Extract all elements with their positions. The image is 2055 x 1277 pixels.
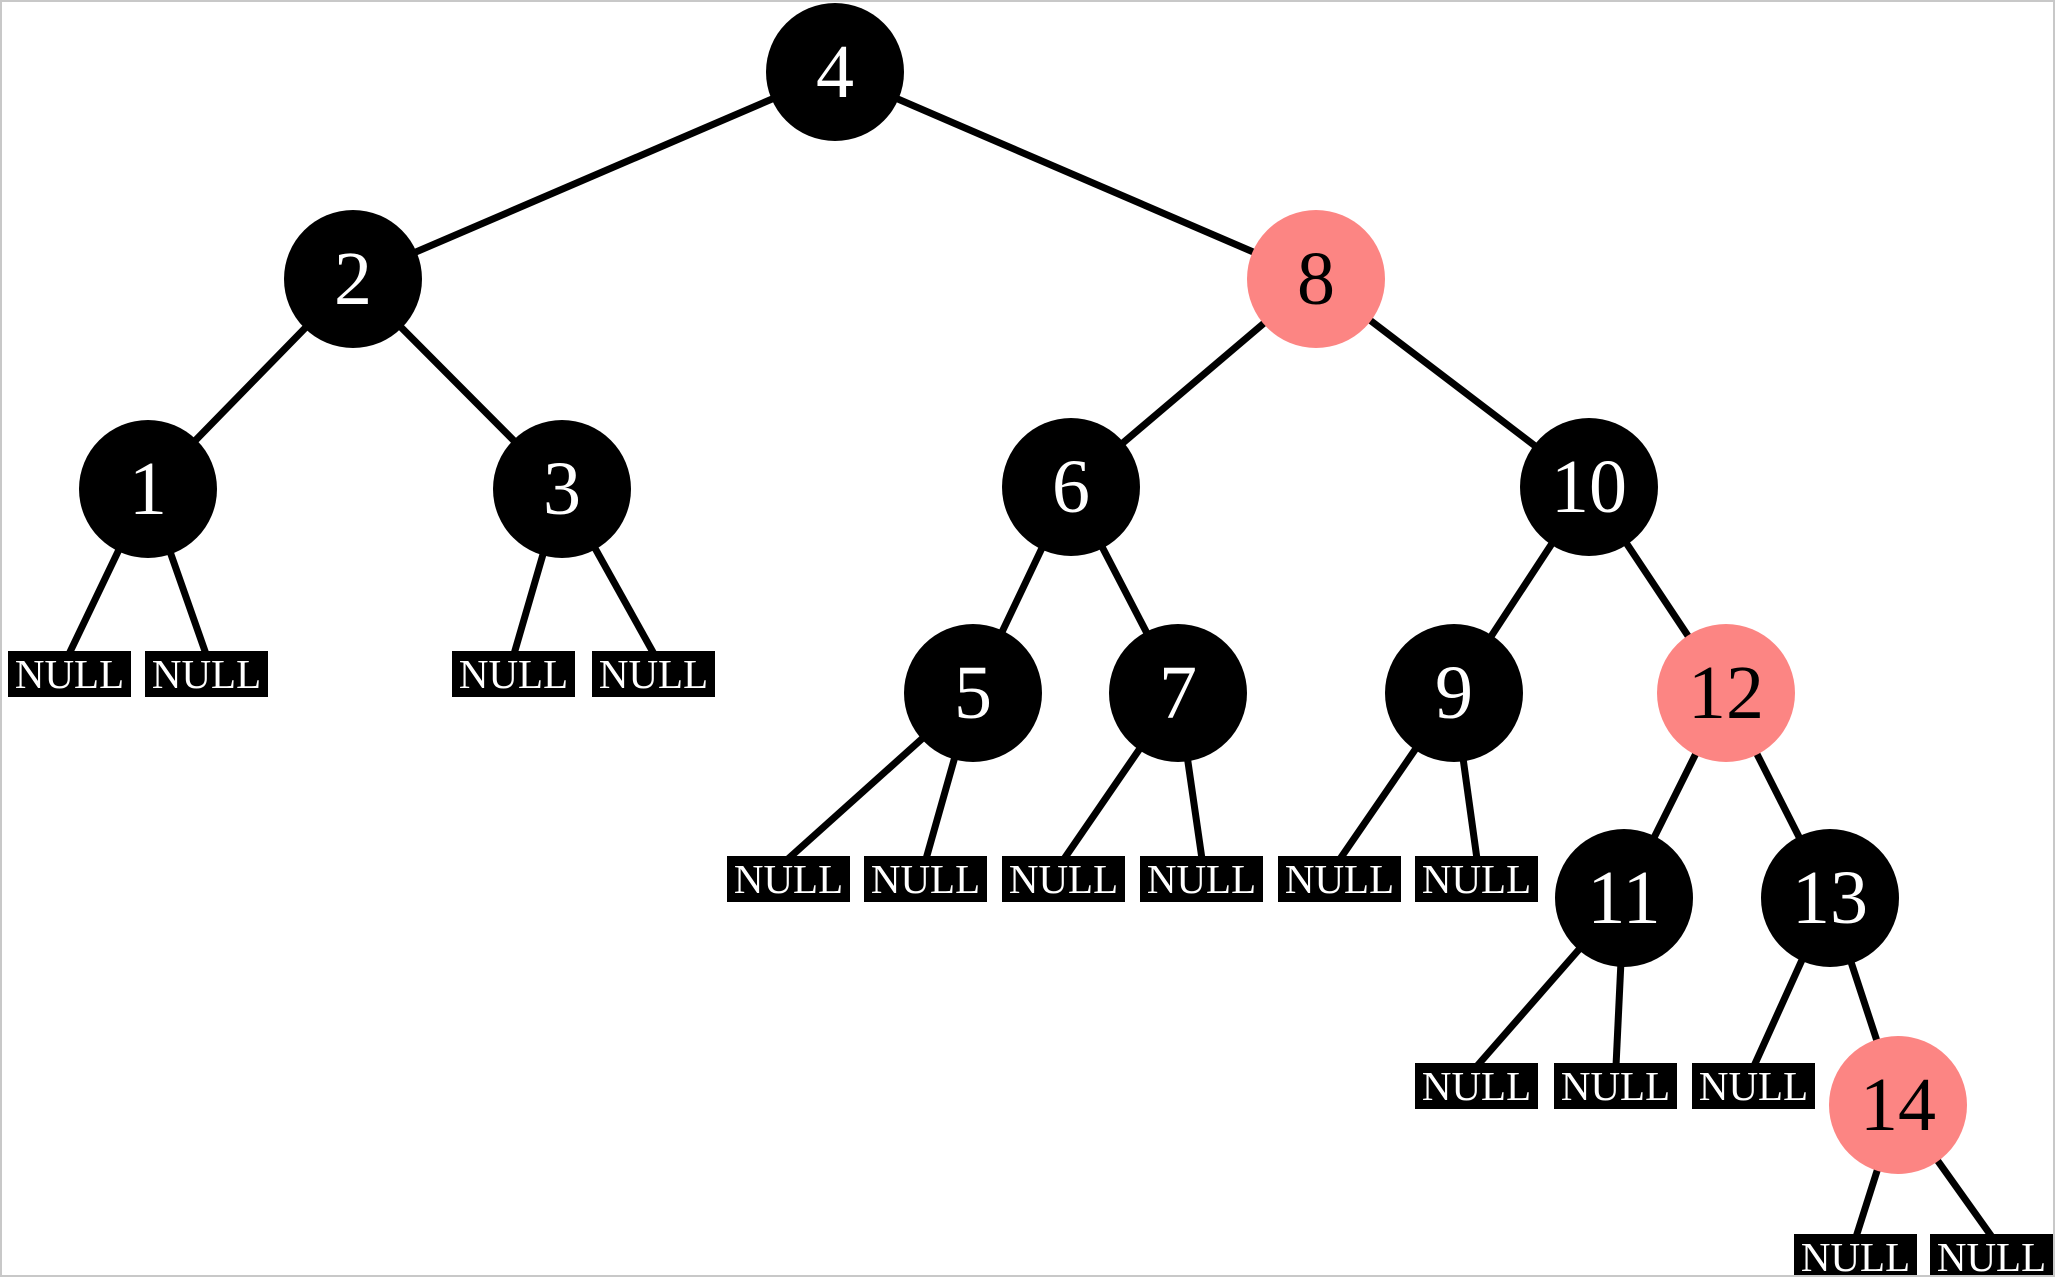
null-leaf-1-right: NULL [145, 651, 268, 697]
null-leaf-14-left: NULL [1794, 1234, 1917, 1275]
node-2: 2 [284, 210, 422, 348]
null-leaf-11-right: NULL [1554, 1063, 1677, 1109]
node-3: 3 [493, 420, 631, 558]
node-11: 11 [1555, 829, 1693, 967]
node-7: 7 [1109, 624, 1247, 762]
null-leaf-9-right: NULL [1415, 856, 1538, 902]
node-6: 6 [1002, 418, 1140, 556]
edge-4-8 [833, 68, 1318, 283]
node-14: 14 [1829, 1036, 1967, 1174]
node-4: 4 [766, 3, 904, 141]
node-1: 1 [79, 420, 217, 558]
null-leaf-13-left: NULL [1692, 1063, 1815, 1109]
null-leaf-11-left: NULL [1415, 1063, 1538, 1109]
node-10: 10 [1520, 418, 1658, 556]
node-9: 9 [1385, 624, 1523, 762]
edge-4-2 [351, 68, 837, 283]
node-13: 13 [1761, 829, 1899, 967]
null-leaf-14-right: NULL [1930, 1234, 2053, 1275]
null-leaf-7-right: NULL [1140, 856, 1263, 902]
null-leaf-9-left: NULL [1278, 856, 1401, 902]
node-8: 8 [1247, 210, 1385, 348]
null-leaf-5-right: NULL [864, 856, 987, 902]
null-leaf-3-left: NULL [452, 651, 575, 697]
null-leaf-7-left: NULL [1002, 856, 1125, 902]
node-5: 5 [904, 624, 1042, 762]
null-leaf-3-right: NULL [592, 651, 715, 697]
null-leaf-5-left: NULL [727, 856, 850, 902]
null-leaf-1-left: NULL [8, 651, 131, 697]
node-12: 12 [1657, 624, 1795, 762]
